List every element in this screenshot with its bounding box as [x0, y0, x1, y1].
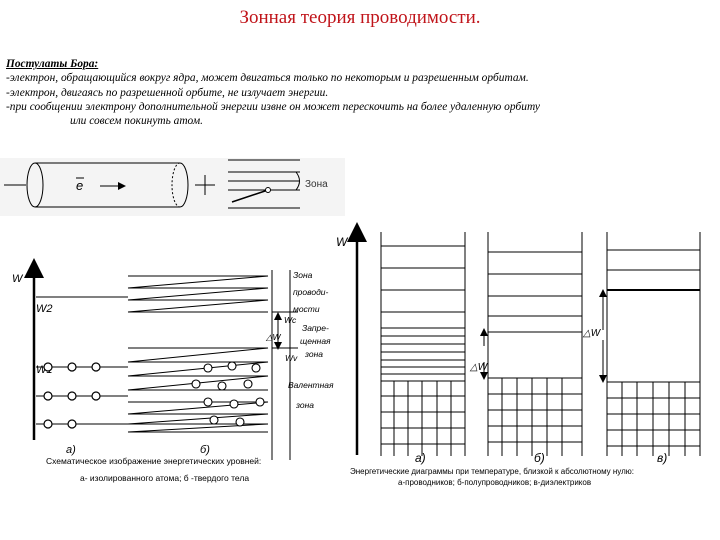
top-diagram: e Зона [0, 158, 345, 216]
electrons-a [43, 362, 101, 429]
valence-zone-line: зона [295, 400, 314, 410]
forbidden-zone-line: Запре- [302, 323, 329, 333]
panel-b-label: б) [200, 444, 210, 456]
switch-contact [265, 187, 271, 193]
forbidden-zone-line: зона [304, 349, 323, 359]
left-caption-line2: а- изолированного атома; б -твердого тел… [80, 473, 249, 483]
delta-w-small-label: △W [469, 362, 489, 373]
postulate-item: -при сообщении электрону дополнительной … [6, 100, 540, 113]
left-caption-line1: Схематическое изображение энергетических… [46, 456, 261, 466]
conduction-zone-line: мости [293, 304, 320, 314]
postulates-heading: Постулаты Бора: [6, 58, 99, 70]
top-diagram-background [0, 158, 345, 216]
forbidden-zone-line: щенная [300, 336, 331, 346]
page-title: Зонная теория проводимости. [239, 7, 481, 28]
wc-label: Wc [284, 315, 297, 325]
band-panel-b [480, 232, 583, 456]
conductor-cylinder [4, 162, 215, 208]
conduction-zone-line: Зона [293, 270, 313, 280]
right-panel-a-label: а) [415, 451, 426, 465]
wv-label: Wv [285, 353, 298, 363]
band-panel-c [599, 232, 701, 456]
zone-levels [228, 159, 300, 209]
left-diagram: W W2 W1 З [12, 258, 334, 483]
valence-zone-line: Валентная [288, 380, 334, 390]
right-caption-line1: Энергетические диаграммы при температуре… [350, 467, 634, 476]
electron-label: e [76, 178, 83, 193]
right-diagram: W [336, 222, 701, 487]
panel-a-label: а) [66, 444, 76, 456]
postulates-text: Постулаты Бора: -электрон, обращающийся … [6, 57, 714, 128]
right-caption-line2: а-проводников; б-полупроводников; в-диэл… [398, 478, 591, 487]
electrons-b [191, 361, 265, 427]
conduction-zone-line: проводи- [293, 287, 329, 297]
band-panel-a [380, 232, 466, 456]
atom-levels-a [36, 296, 128, 425]
right-axis-label: W [336, 235, 349, 249]
level-w2-label: W2 [36, 303, 53, 315]
left-axis-label: W [12, 273, 24, 285]
postulate-item: или совсем покинуть атом. [70, 115, 203, 128]
band-splitting [127, 275, 269, 433]
delta-w-large-label: △W [582, 328, 602, 339]
postulate-item: -электрон, двигаясь по разрешенной орбит… [6, 86, 329, 99]
right-panel-b-label: б) [534, 451, 545, 465]
right-panel-c-label: в) [657, 451, 667, 465]
zone-label: Зона [305, 179, 328, 190]
postulate-item: -электрон, обращающийся вокруг ядра, мож… [6, 72, 529, 85]
left-zone-labels: Зона проводи- мости Wc Запре- щенная зон… [265, 270, 334, 410]
delta-w-label: △W [265, 332, 282, 342]
